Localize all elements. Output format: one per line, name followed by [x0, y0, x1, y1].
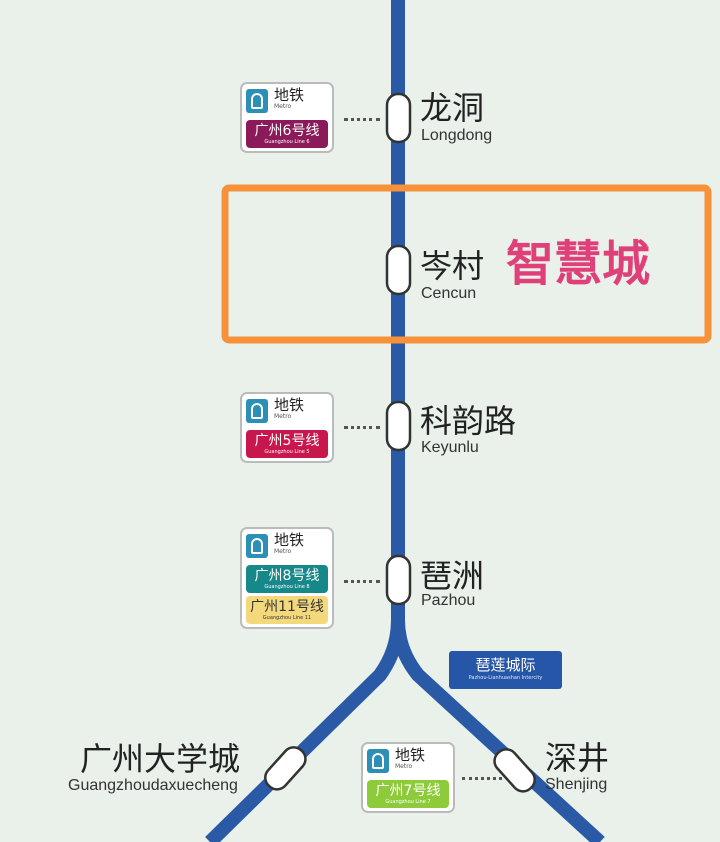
- metro-label: 地铁: [395, 746, 426, 764]
- transfer-connector: [344, 426, 380, 429]
- metro-label-en: Metro: [274, 548, 292, 555]
- metro-label-en: Metro: [274, 103, 292, 110]
- station-marker-daxuecheng[interactable]: [261, 743, 310, 794]
- station-marker-cencun[interactable]: [385, 244, 412, 296]
- highlight-box: [221, 184, 712, 344]
- station-marker-shenjing[interactable]: [490, 745, 539, 796]
- transfer-connector: [344, 580, 380, 583]
- metro-train-icon: [246, 399, 268, 423]
- transfer-connector: [344, 118, 380, 121]
- intercity-sign[interactable]: 琶莲城际 Pazhou-Lianhuashan Intercity: [449, 651, 562, 689]
- intercity-name: 琶莲城际: [475, 656, 536, 674]
- station-name-cn: 龙洞: [420, 89, 485, 127]
- station-marker-longdong[interactable]: [385, 92, 412, 144]
- metro-train-icon: [246, 89, 268, 113]
- station-name-cn: 科韵路: [420, 402, 517, 440]
- station-name-en: Longdong: [421, 127, 493, 144]
- station-name-cn: 岑村: [420, 247, 485, 285]
- transfer-connector: [462, 777, 502, 780]
- metro-label: 地铁: [274, 396, 305, 414]
- metro-train-icon: [246, 534, 268, 558]
- station-name-en: Shenjing: [545, 776, 608, 793]
- station-name-cn: 琶洲: [420, 557, 485, 595]
- station-name-cn: 广州大学城: [80, 740, 241, 778]
- station-name-cn: 深井: [545, 739, 610, 777]
- station-name-en: Pazhou: [421, 592, 476, 609]
- station-name-en: Cencun: [421, 285, 477, 302]
- metro-label-en: Metro: [395, 763, 413, 770]
- station-marker-keyunlu[interactable]: [385, 400, 412, 452]
- highlight-label: 智慧城: [506, 236, 651, 292]
- station-name-en: Keyunlu: [421, 439, 479, 456]
- metro-label-en: Metro: [274, 413, 292, 420]
- right-branch: [391, 619, 605, 842]
- intercity-name-en: Pazhou-Lianhuashan Intercity: [468, 675, 543, 681]
- station-marker-pazhou[interactable]: [385, 554, 412, 606]
- metro-label: 地铁: [274, 86, 305, 104]
- station-name-en: Guangzhoudaxuecheng: [68, 777, 238, 794]
- metro-label: 地铁: [274, 531, 305, 549]
- metro-train-icon: [367, 749, 389, 773]
